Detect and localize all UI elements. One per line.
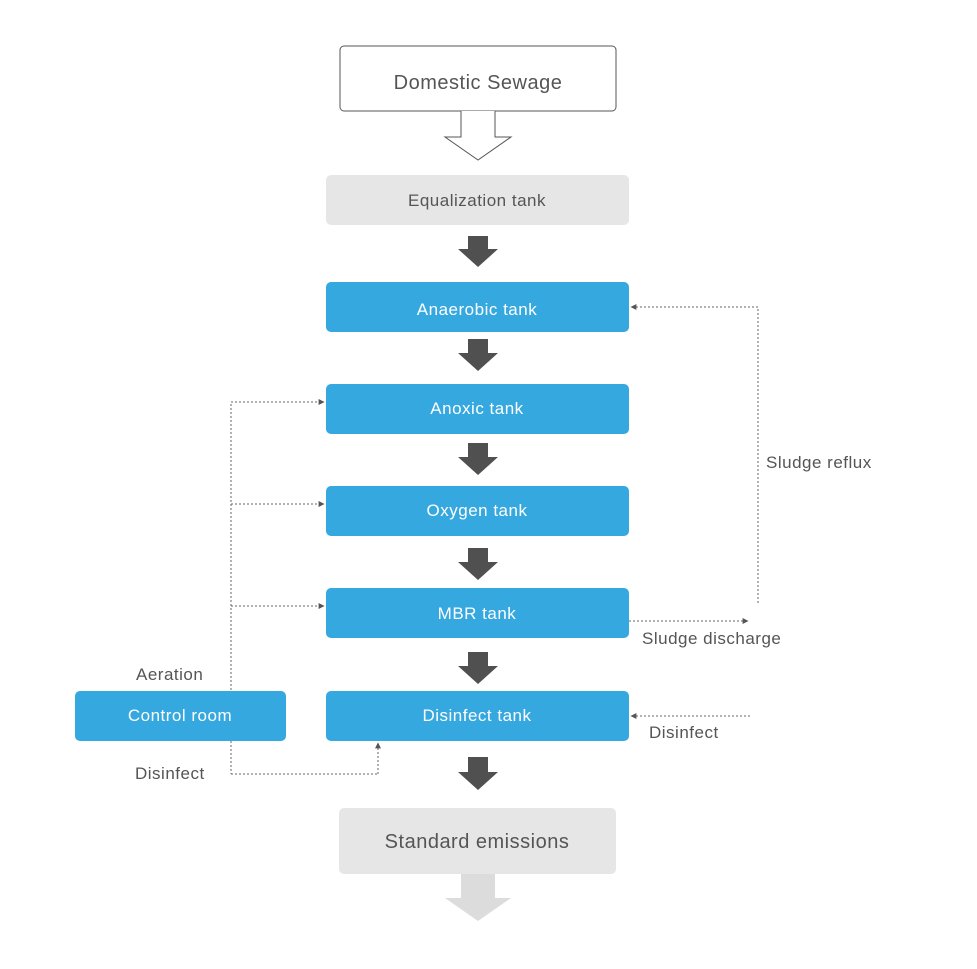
down-arrow [458, 548, 498, 580]
standard-emissions-node: Standard emissions [339, 808, 616, 874]
down-arrow [458, 339, 498, 371]
control-room-node: Control room [75, 691, 286, 741]
anaerobic-tank-label: Anaerobic tank [417, 300, 537, 319]
disinfect-left-connector [230, 741, 381, 775]
aeration-label: Aeration [136, 665, 203, 684]
sludge-reflux-label: Sludge reflux [766, 453, 872, 472]
light-down-arrow [445, 874, 511, 921]
disinfect-right-label: Disinfect [649, 723, 719, 742]
down-arrow [458, 652, 498, 684]
aeration-connector [230, 399, 325, 690]
oxygen-tank-node: Oxygen tank [326, 486, 629, 536]
sludge-discharge-label: Sludge discharge [642, 629, 781, 648]
disinfect-tank-node: Disinfect tank [326, 691, 629, 741]
domestic-sewage-node: Domestic Sewage [339, 45, 617, 112]
mbr-tank-label: MBR tank [438, 604, 517, 623]
oxygen-tank-label: Oxygen tank [427, 501, 528, 520]
anoxic-tank-label: Anoxic tank [430, 399, 523, 418]
control-room-label: Control room [128, 706, 232, 725]
disinfect-tank-label: Disinfect tank [422, 706, 531, 725]
standard-emissions-label: Standard emissions [385, 831, 570, 853]
down-arrow [458, 757, 498, 790]
anaerobic-tank-node: Anaerobic tank [326, 282, 629, 332]
down-arrow [458, 236, 498, 267]
mbr-tank-node: MBR tank [326, 588, 629, 638]
sludge-reflux-connector [630, 304, 759, 603]
anoxic-tank-node: Anoxic tank [326, 384, 629, 434]
disinfect-left-label: Disinfect [135, 764, 205, 783]
equalization-tank-label: Equalization tank [408, 191, 546, 210]
hollow-down-arrow [443, 111, 513, 161]
down-arrow [458, 443, 498, 475]
domestic-sewage-label: Domestic Sewage [394, 72, 563, 94]
equalization-tank-node: Equalization tank [326, 175, 629, 225]
